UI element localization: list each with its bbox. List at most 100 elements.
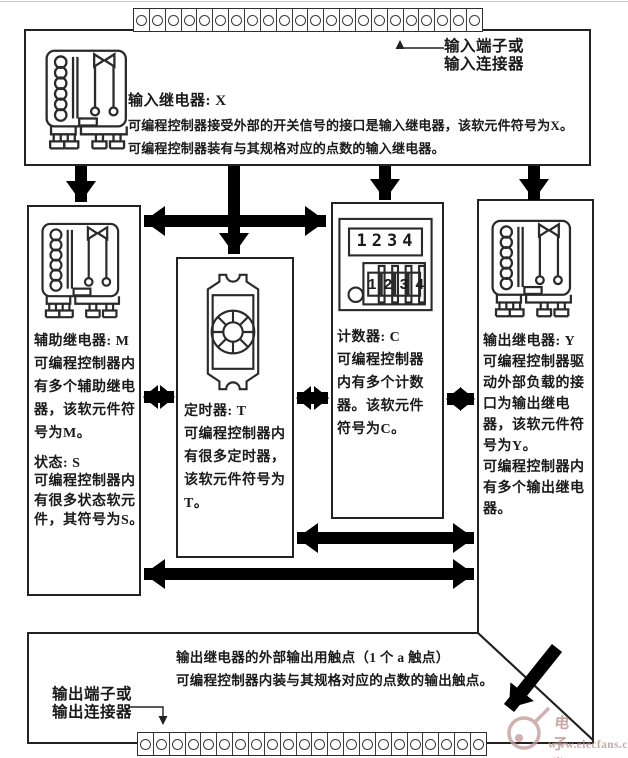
aux-relay-desc-line: 有多个辅助继电 [34, 380, 136, 395]
terminal-hole [437, 14, 449, 26]
aux-relay-state-box [27, 205, 141, 596]
timer-desc-line: 可编程控制器内 [184, 427, 286, 442]
state-desc-line: 可编程控制器内 [34, 474, 136, 489]
terminal-cell [370, 9, 387, 31]
terminal-hole [262, 14, 274, 26]
terminal-hole [346, 738, 358, 750]
terminal-hole [278, 14, 290, 26]
terminal-hole [326, 14, 338, 26]
terminal-hole [155, 738, 167, 750]
input-terminal-strip [133, 8, 483, 32]
input-relay-desc-2: 可编程控制器装有与其规格对应的点数的输入继电器。 [128, 141, 445, 156]
terminal-hole [294, 14, 306, 26]
timer-box [176, 257, 294, 558]
input-terminal-pointer [395, 40, 444, 49]
wheel-digit: 4 [415, 276, 432, 293]
terminal-hole [314, 738, 326, 750]
terminal-cell [184, 733, 201, 755]
counter-wheel-digits: 1234 [368, 276, 431, 293]
timer-desc-line: 有很多定时器， [184, 450, 286, 465]
terminal-cell [406, 733, 423, 755]
terminal-cell [418, 9, 435, 31]
terminal-hole [361, 738, 373, 750]
output-contact-line1: 输出继电器的外部输出用触点（1 个 a 触点） [176, 650, 450, 665]
output-relay-desc-line: 动外部负载的接 [483, 376, 585, 391]
terminal-hole [357, 14, 369, 26]
terminal-cell [339, 9, 356, 31]
terminal-cell [355, 9, 371, 31]
terminal-hole [167, 14, 179, 26]
output-relay-desc-line: 号为Y。 [483, 439, 538, 454]
counter-desc-line: 可编程控制器 [337, 353, 424, 368]
terminal-cell [295, 733, 312, 755]
input-relay-title: 输入继电器: X [128, 93, 227, 109]
terminal-hole [246, 14, 258, 26]
counter-desc-line: 符号为C。 [337, 422, 406, 437]
terminal-cell [434, 9, 451, 31]
output-relay-desc-line: 器，该软元件符 [483, 418, 585, 433]
terminal-cell [402, 9, 419, 31]
counter-desc-line: 器。该软元件 [337, 399, 424, 414]
terminal-hole [199, 14, 211, 26]
wheel-digit: 1 [368, 276, 384, 293]
aux-relay-desc-line: 器，该软元件符 [34, 403, 136, 418]
terminal-cell [343, 733, 360, 755]
terminal-hole [472, 738, 484, 750]
watermark-url: www.elecfans.com [548, 739, 628, 751]
output-relay-desc-line: 有多个输出继电 [483, 481, 585, 496]
terminal-cell [311, 733, 328, 755]
terminal-cell [200, 733, 217, 755]
terminal-hole [330, 738, 342, 750]
terminal-hole [266, 738, 278, 750]
terminal-hole [187, 738, 199, 750]
timer-desc-line: 该软元件符号为 [184, 473, 286, 488]
terminal-cell [232, 733, 249, 755]
terminal-cell [275, 9, 292, 31]
input-terminal-label-line1: 输入端子或 [444, 38, 525, 55]
wheel-digit: 2 [383, 276, 400, 293]
terminal-hole [441, 738, 453, 750]
terminal-cell [196, 9, 213, 31]
terminal-cell [438, 733, 455, 755]
state-desc-line: 件，其符号为S。 [34, 513, 144, 528]
terminal-hole [139, 738, 151, 750]
terminal-cell [454, 733, 471, 755]
terminal-cell [259, 9, 276, 31]
terminal-cell [164, 9, 181, 31]
terminal-cell [279, 733, 296, 755]
output-relay-title: 输出继电器: Y [483, 334, 576, 349]
input-terminal-label-line2: 输入连接器 [444, 56, 525, 73]
output-terminal-label: 输出端子或 输出连接器 [52, 686, 132, 722]
terminal-hole [231, 14, 243, 26]
terminal-cell [422, 733, 439, 755]
terminal-hole [377, 738, 389, 750]
terminal-hole [453, 14, 465, 26]
counter-title: 计数器: C [337, 330, 401, 345]
output-terminal-label-line1: 输出端子或 [52, 686, 133, 703]
output-relay-desc-line: 器。 [483, 502, 512, 517]
counter-box [331, 202, 444, 519]
flow-arrows [66, 166, 563, 713]
terminal-cell [148, 9, 165, 31]
terminal-cell [168, 733, 185, 755]
counter-desc-line: 内有多个计数 [337, 376, 424, 391]
output-terminal-label-line2: 输出连接器 [52, 704, 133, 721]
terminal-hole [135, 14, 147, 26]
counter-display-digits: 1234 [356, 231, 418, 251]
timer-title: 定时器: T [184, 404, 247, 419]
output-relay-desc: 可编程控制器驱 动外部负载的接 口为输出继电 器，该软元件符 号为Y。 可编程控… [483, 352, 585, 520]
terminal-hole [393, 738, 405, 750]
input-relay-desc-1: 可编程控制器接受外部的开关信号的接口是输入继电器，该软元件符号为X。 [128, 118, 574, 133]
timer-desc-line: T。 [184, 496, 209, 511]
terminal-hole [215, 14, 227, 26]
wheel-digit: 3 [399, 276, 416, 293]
terminal-hole [235, 738, 247, 750]
scan-artifact-line [0, 1, 628, 2]
aux-relay-desc: 可编程控制器内 有多个辅助继电 器，该软元件符 号为M。 [34, 353, 136, 445]
terminal-cell [152, 733, 169, 755]
terminal-cell [374, 733, 391, 755]
terminal-hole [310, 14, 322, 26]
terminal-hole [250, 738, 262, 750]
